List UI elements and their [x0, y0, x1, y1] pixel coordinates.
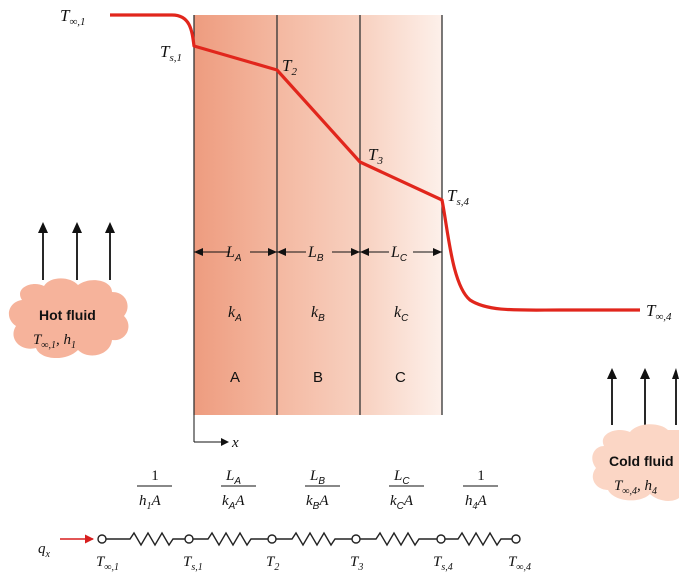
resistance-3: LB kBA	[305, 468, 340, 512]
resistance-1-numerator: 1	[151, 468, 159, 484]
label-ts4: Ts,4	[447, 186, 469, 208]
resistance-4-numerator: LC	[393, 468, 410, 487]
resistance-5: 1 h4A	[463, 468, 498, 512]
length-label-c: LC	[390, 244, 408, 264]
circuit-resistor-5	[445, 531, 512, 547]
resistance-1: 1 h1A	[137, 468, 172, 512]
label-t3: T3	[368, 145, 383, 167]
temperature-profile-line	[110, 13, 640, 312]
cold-fluid-cloud	[592, 424, 679, 501]
resistance-4: LC kCA	[389, 468, 424, 512]
resistance-3-denominator: kBA	[306, 493, 329, 512]
length-label-b: LB	[307, 244, 324, 264]
conductivity-label-a: kA	[228, 304, 242, 324]
length-label-a: LA	[225, 244, 242, 264]
resistance-2-denominator: kAA	[222, 493, 245, 512]
circuit-resistor-1	[106, 531, 185, 547]
label-ts1: Ts,1	[160, 42, 182, 64]
circuit-node-t-inf-1	[97, 534, 107, 544]
circuit-label-ts4: Ts,4	[433, 554, 453, 573]
layer-letter-a: A	[230, 369, 240, 386]
circuit-node-t-inf-4	[511, 534, 521, 544]
resistance-2-numerator: LA	[225, 468, 241, 487]
circuit-node-ts1	[184, 534, 194, 544]
label-t2: T2	[282, 56, 297, 78]
hot-fluid-title: Hot fluid	[39, 307, 96, 323]
thickness-dimensions	[194, 248, 442, 256]
circuit-node-ts4	[436, 534, 446, 544]
resistance-5-numerator: 1	[477, 468, 485, 484]
hot-fluid-conditions: T∞,1, h1	[33, 332, 76, 351]
circuit-label-t3: T3	[350, 554, 363, 573]
resistance-2: LA kAA	[221, 468, 256, 512]
circuit-label-t-inf-1: T∞,1	[96, 554, 119, 573]
composite-wall	[193, 15, 443, 415]
circuit-label-t2: T2	[266, 554, 279, 573]
resistance-4-denominator: kCA	[390, 493, 414, 512]
resistance-1-denominator: h1A	[139, 493, 162, 512]
heat-flow-label: qx	[38, 541, 51, 560]
x-axis-label: x	[231, 435, 239, 451]
x-axis-indicator	[193, 415, 229, 446]
hot-fluid-flow-arrows	[38, 222, 115, 280]
circuit-resistor-4	[360, 531, 437, 547]
cold-fluid-conditions: T∞,4, h4	[614, 478, 657, 497]
circuit-node-t3	[351, 534, 361, 544]
label-t-inf-1: T∞,1	[60, 6, 86, 28]
layer-letter-c: C	[395, 369, 406, 386]
label-t-inf-4: T∞,4	[646, 301, 672, 323]
resistance-5-denominator: h4A	[465, 493, 488, 512]
circuit-resistor-3	[276, 531, 352, 547]
circuit-resistor-2	[193, 531, 268, 547]
wall-body	[194, 15, 442, 415]
layer-letter-b: B	[313, 369, 323, 386]
thermal-circuit	[97, 531, 521, 547]
cold-fluid-flow-arrows	[607, 368, 679, 425]
circuit-label-ts1: Ts,1	[183, 554, 203, 573]
cold-fluid-title: Cold fluid	[609, 453, 674, 469]
circuit-label-t-inf-4: T∞,4	[508, 554, 531, 573]
hot-fluid-cloud	[8, 278, 129, 359]
circuit-node-t2	[267, 534, 277, 544]
resistance-3-numerator: LB	[309, 468, 325, 487]
conductivity-label-b: kB	[311, 304, 325, 324]
conductivity-label-c: kC	[394, 304, 409, 324]
